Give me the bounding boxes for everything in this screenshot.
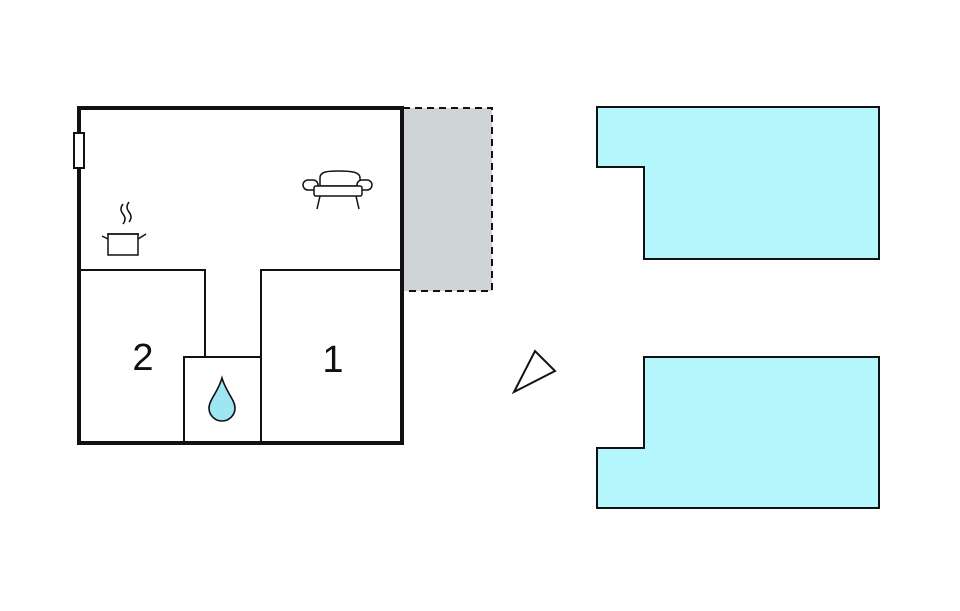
- pool-bottom: [596, 356, 880, 509]
- pool-top: [596, 106, 880, 260]
- sofa-icon: [302, 170, 373, 210]
- exterior-walls: [77, 106, 404, 445]
- north-arrow-icon: [511, 349, 557, 395]
- room-label-2: 2: [132, 337, 153, 379]
- cooking-pot-icon: [101, 201, 147, 256]
- terrace: [402, 107, 493, 292]
- door-icon: [73, 132, 85, 169]
- interior-walls: [79, 269, 402, 443]
- water-drop-icon: [208, 375, 236, 422]
- room-label-1: 1: [322, 339, 343, 381]
